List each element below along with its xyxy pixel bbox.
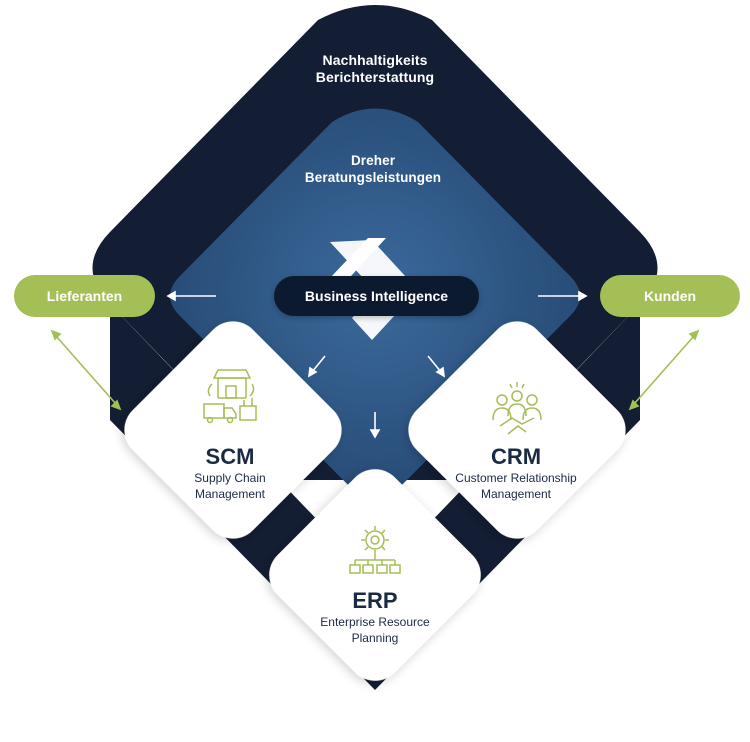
crm-text: CRM Customer Relationship Management — [436, 444, 596, 502]
scm-subtitle-line1: Supply Chain — [194, 471, 266, 485]
green-arrows — [50, 329, 700, 411]
erp-subtitle-line1: Enterprise Resource — [320, 615, 430, 629]
erp-text: ERP Enterprise Resource Planning — [295, 588, 455, 646]
white-arrows — [166, 290, 588, 439]
outer-title: Nachhaltigkeits Berichterstattung — [275, 52, 475, 86]
lieferanten-label: Lieferanten — [46, 288, 123, 304]
kunden-pill: Kunden — [600, 275, 740, 317]
business-intelligence-pill: Business Intelligence — [274, 276, 479, 316]
scm-subtitle-line2: Management — [194, 487, 266, 501]
inner-title-line1: Dreher — [350, 153, 396, 168]
store-truck-icon — [203, 369, 257, 424]
scm-text: SCM Supply Chain Management — [150, 444, 310, 502]
outer-title-line2: Berichterstattung — [315, 69, 435, 85]
gear-hierarchy-icon — [349, 526, 401, 574]
crm-subtitle-line2: Management — [480, 487, 552, 501]
crm-card — [408, 321, 626, 539]
business-intelligence-label: Business Intelligence — [304, 288, 449, 304]
erp-title: ERP — [352, 588, 398, 613]
outer-title-line1: Nachhaltigkeits — [322, 52, 428, 68]
lieferanten-pill: Lieferanten — [14, 275, 155, 317]
inner-title: Dreher Beratungsleistungen — [263, 152, 483, 186]
erp-subtitle-line2: Planning — [351, 631, 399, 645]
inner-title-line2: Beratungsleistungen — [304, 170, 442, 185]
crm-subtitle-line1: Customer Relationship — [455, 471, 577, 485]
scm-card — [124, 321, 342, 539]
scm-title: SCM — [205, 444, 255, 469]
erp-card — [269, 469, 481, 681]
handshake-team-icon — [492, 382, 542, 435]
crm-title: CRM — [490, 444, 542, 469]
kunden-label: Kunden — [643, 288, 697, 304]
